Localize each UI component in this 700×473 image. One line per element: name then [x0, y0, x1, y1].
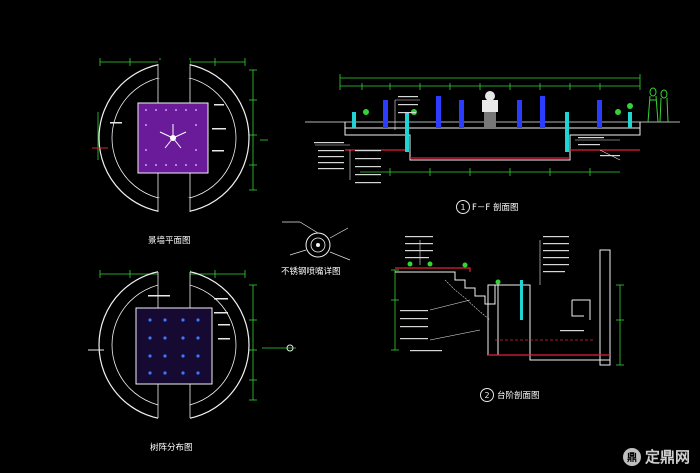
- nozzle-detail: [282, 221, 351, 261]
- top-circular-plan: [92, 58, 268, 216]
- section-ff-dimensions: [339, 74, 641, 176]
- step-section-leaders: [419, 240, 541, 341]
- section-ff: [305, 74, 680, 184]
- step-section: [391, 236, 624, 366]
- nozzle-detail-title: 不锈钢喷嘴详图: [281, 267, 341, 277]
- watermark-brand: 定鼎网: [644, 448, 690, 466]
- section1-number-badge: 1: [456, 200, 470, 214]
- section2-number-badge: 2: [480, 388, 494, 402]
- bottom-circular-plan: [88, 268, 296, 422]
- section-ff-leaders: [315, 99, 621, 180]
- brand-logo-icon: 鼎: [622, 447, 641, 466]
- fountain-statue-icon: [482, 91, 498, 128]
- bottom-plan-title: 树阵分布图: [150, 443, 193, 453]
- bottom-plan-tree-dots: [148, 318, 200, 375]
- bench-icon: [571, 299, 591, 320]
- watermark: 鼎 定鼎网: [622, 446, 690, 467]
- step-section-plants: [407, 261, 501, 285]
- people-silhouette-icon: [647, 87, 669, 123]
- section1-title: F－F 剖面图: [472, 203, 519, 213]
- step-section-dimensions: [391, 269, 624, 366]
- step-section-note-bars: [400, 236, 584, 352]
- top-plan-title: 景墙平面图: [148, 236, 191, 246]
- section-ff-note-bars: [314, 96, 620, 184]
- section-ff-plants: [363, 103, 633, 115]
- fountain-center-icon: [159, 124, 187, 149]
- top-plan-dots: [145, 109, 197, 166]
- section2-title: 台阶剖面图: [497, 391, 540, 401]
- section-ff-blue-posts: [383, 96, 602, 128]
- bottom-plan-ticks: [148, 295, 230, 340]
- top-plan-ticks: [110, 104, 226, 152]
